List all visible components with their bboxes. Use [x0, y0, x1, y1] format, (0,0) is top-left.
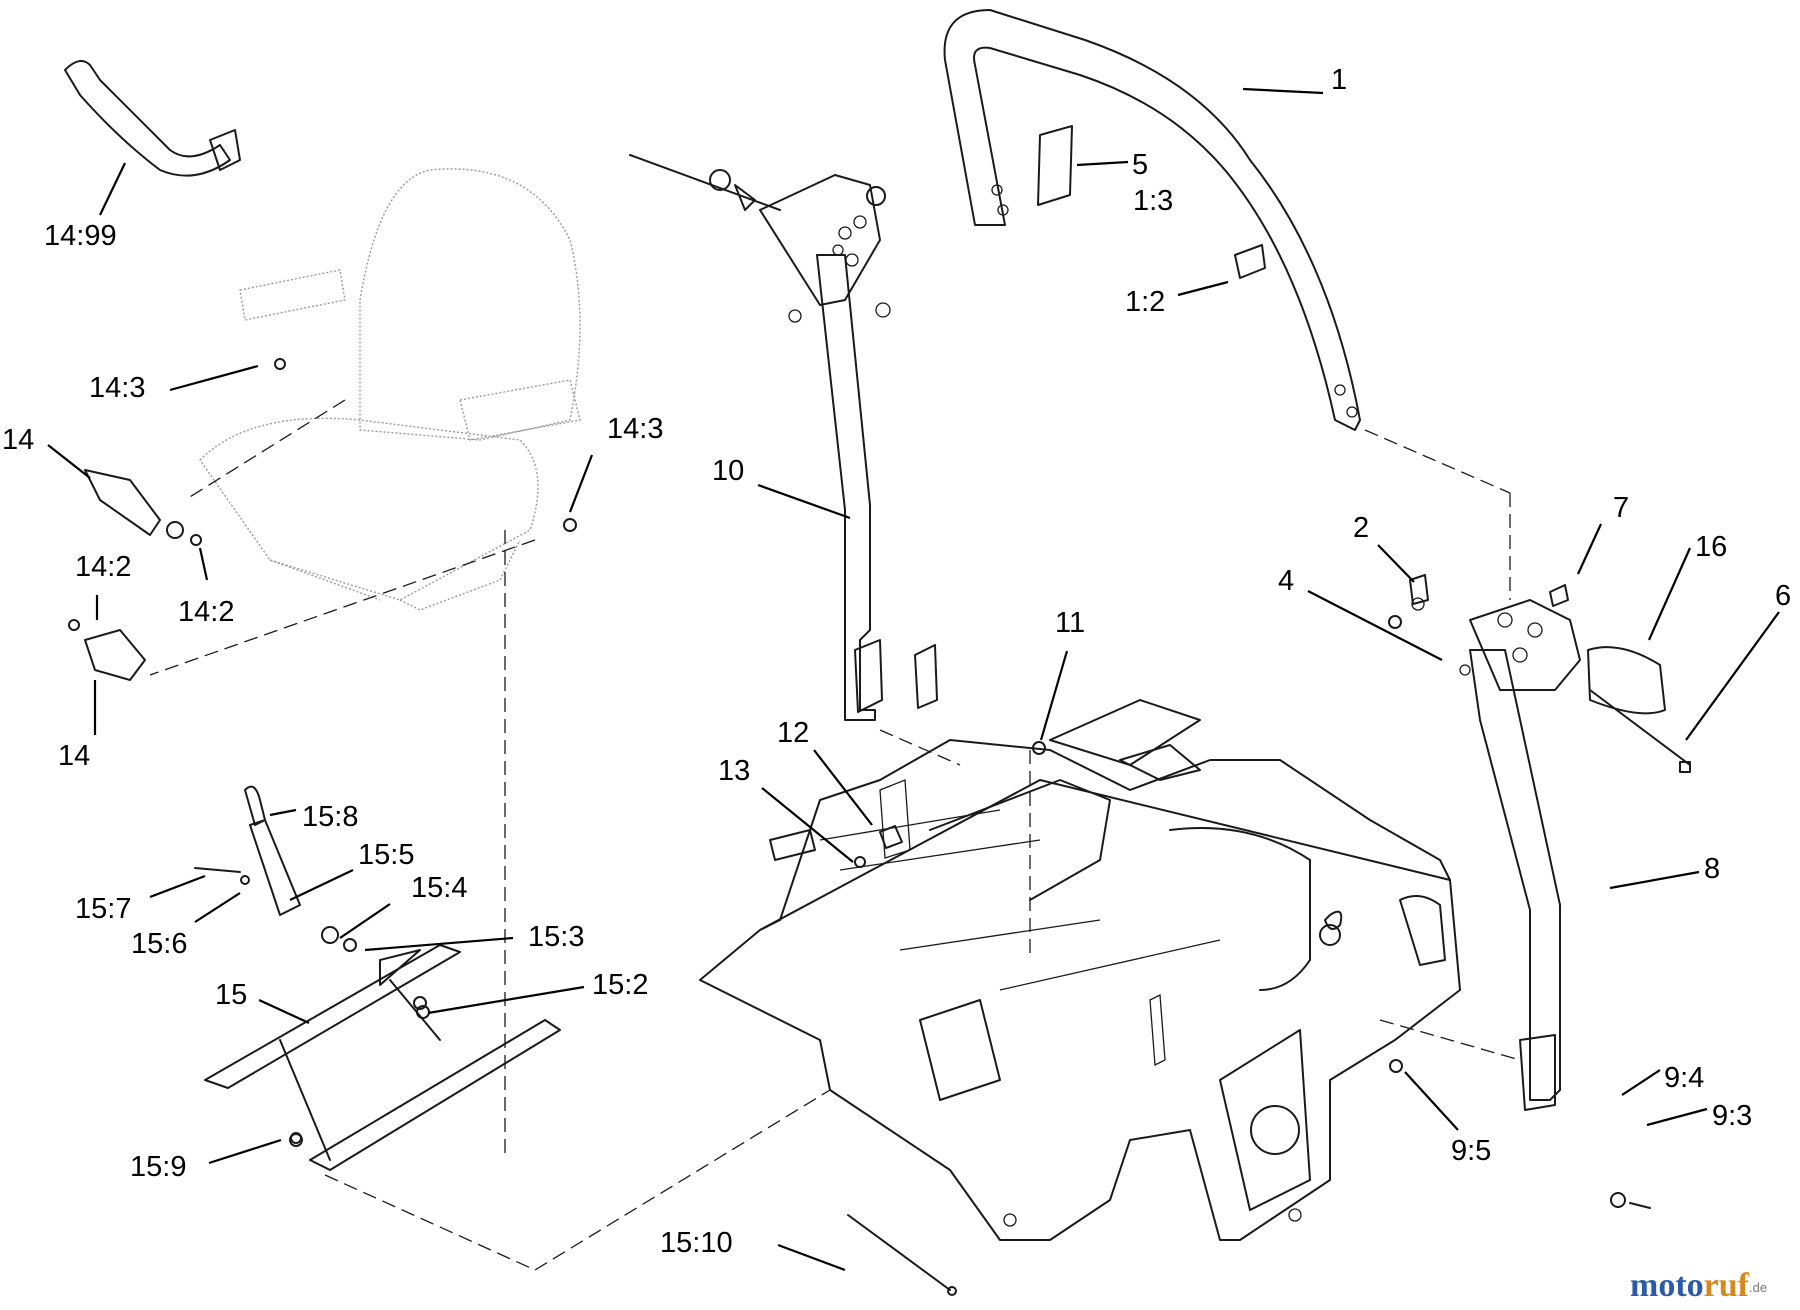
callout-13: 13	[718, 755, 750, 787]
rops-lower-left	[629, 154, 938, 721]
callout-14-lower: 14	[58, 740, 90, 772]
callout-2: 2	[1353, 512, 1369, 544]
seat-outline	[199, 168, 581, 611]
seat-belt-14-99	[64, 60, 241, 177]
callout-15-5: 15:5	[358, 839, 414, 871]
callout-12: 12	[777, 717, 809, 749]
callout-4: 4	[1278, 565, 1294, 597]
seat-lever-15-5	[194, 785, 357, 952]
callout-10: 10	[712, 455, 744, 487]
seat-belt-buckle-upper	[84, 469, 202, 546]
watermark-logo: motoruf.de	[1630, 1267, 1767, 1304]
callout-15-3: 15:3	[528, 921, 584, 953]
callout-15-7: 15:7	[75, 893, 131, 925]
decal-5	[1037, 125, 1073, 206]
callout-labels: 1 5 1:3 1:2 14:99 14:3 14:3 14 14:2 14:2…	[2, 64, 1791, 1259]
callout-15-10: 15:10	[660, 1227, 733, 1259]
callout-15-8: 15:8	[302, 801, 358, 833]
callout-11: 11	[1055, 607, 1085, 639]
hardware-parts	[274, 358, 1651, 1296]
callout-7: 7	[1613, 492, 1629, 524]
callout-9-5: 9:5	[1451, 1135, 1491, 1167]
callout-8: 8	[1704, 853, 1720, 885]
callout-15-6: 15:6	[131, 928, 187, 960]
callout-15-9: 15:9	[130, 1151, 186, 1183]
callout-16: 16	[1695, 531, 1727, 563]
callout-14-upper: 14	[2, 424, 34, 456]
decal-1-2	[1234, 244, 1266, 279]
seat-belt-buckle-lower	[68, 619, 146, 681]
callout-15: 15	[215, 979, 247, 1011]
callout-14-2-left: 14:2	[75, 551, 131, 583]
alignment-lines	[149, 399, 1521, 1271]
callout-14-99: 14:99	[44, 220, 117, 252]
leader-lines	[47, 87, 1780, 1272]
svg-text:motoruf.de: motoruf.de	[1630, 1267, 1767, 1304]
callout-14-3-left: 14:3	[89, 372, 145, 404]
chassis-frame	[699, 699, 1461, 1241]
rops-lower-right	[1411, 584, 1691, 1111]
seat-plate-15	[204, 944, 561, 1171]
callout-15-4: 15:4	[411, 872, 467, 904]
callout-9-3: 9:3	[1712, 1100, 1752, 1132]
rops-hoop-upper	[943, 9, 1361, 431]
callout-14-2-right: 14:2	[178, 596, 234, 628]
callout-1-3: 1:3	[1133, 185, 1173, 217]
callout-5: 5	[1132, 149, 1148, 181]
callout-1: 1	[1331, 64, 1347, 96]
callout-15-2: 15:2	[592, 969, 648, 1001]
callout-14-3-right: 14:3	[607, 413, 663, 445]
callout-1-2: 1:2	[1125, 286, 1165, 318]
callout-6: 6	[1775, 580, 1791, 612]
callout-9-4: 9:4	[1664, 1062, 1704, 1094]
